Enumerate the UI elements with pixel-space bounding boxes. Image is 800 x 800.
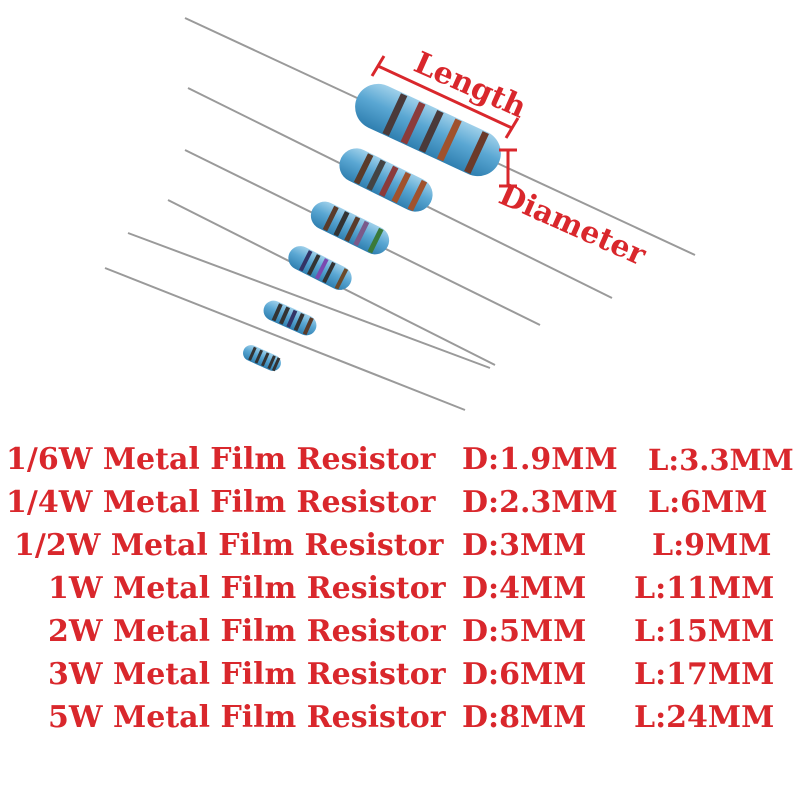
spec-row: 1/4W Metal Film Resistor D:2.3MM L:6MM [0,481,800,525]
spec-length: L:15MM [634,614,775,649]
spec-length: L:11MM [634,571,775,606]
resistor-5w [184,17,696,256]
resistor-1w [167,199,496,366]
spec-name: 1/4W Metal Film Resistor [6,485,436,520]
spec-name: 1W Metal Film Resistor [48,571,446,606]
resistor-3w [187,87,613,299]
spec-row: 1W Metal Film Resistor D:4MM L:11MM [0,567,800,611]
resistor-2w [184,149,541,326]
spec-diameter: D:1.9MM [462,442,618,477]
spec-diameter: D:2.3MM [462,485,618,520]
spec-diameter: D:6MM [462,657,587,692]
spec-row: 5W Metal Film Resistor D:8MM L:24MM [0,696,800,740]
spec-row: 3W Metal Film Resistor D:6MM L:17MM [0,653,800,697]
spec-name: 1/6W Metal Film Resistor [6,442,436,477]
resistor-half-w [127,232,491,369]
spec-name: 5W Metal Film Resistor [48,700,446,735]
spec-row: 1/6W Metal Film Resistor D:1.9MM L:3.3MM [0,438,800,482]
spec-diameter: D:5MM [462,614,587,649]
spec-length: L:6MM [648,485,768,520]
spec-diameter: D:4MM [462,571,587,606]
length-dimension-marker [370,55,520,139]
spec-row: 2W Metal Film Resistor D:5MM L:15MM [0,610,800,654]
diameter-label: Diameter [494,177,652,273]
spec-length: L:9MM [652,528,772,563]
resistor-illustration: Length Diameter [104,17,696,411]
spec-length: L:24MM [634,700,775,735]
resistor-quarter-w [104,267,466,411]
spec-diameter: D:8MM [462,700,587,735]
spec-list: 1/6W Metal Film Resistor D:1.9MM L:3.3MM… [0,438,800,800]
spec-name: 3W Metal Film Resistor [48,657,446,692]
spec-length: L:3.3MM [648,443,794,477]
spec-length: L:17MM [634,657,775,692]
spec-diameter: D:3MM [462,528,587,563]
spec-row: 1/2W Metal Film Resistor D:3MM L:9MM [0,524,800,568]
diameter-dimension-marker [499,148,517,188]
spec-name: 2W Metal Film Resistor [48,614,446,649]
spec-name: 1/2W Metal Film Resistor [14,528,444,563]
